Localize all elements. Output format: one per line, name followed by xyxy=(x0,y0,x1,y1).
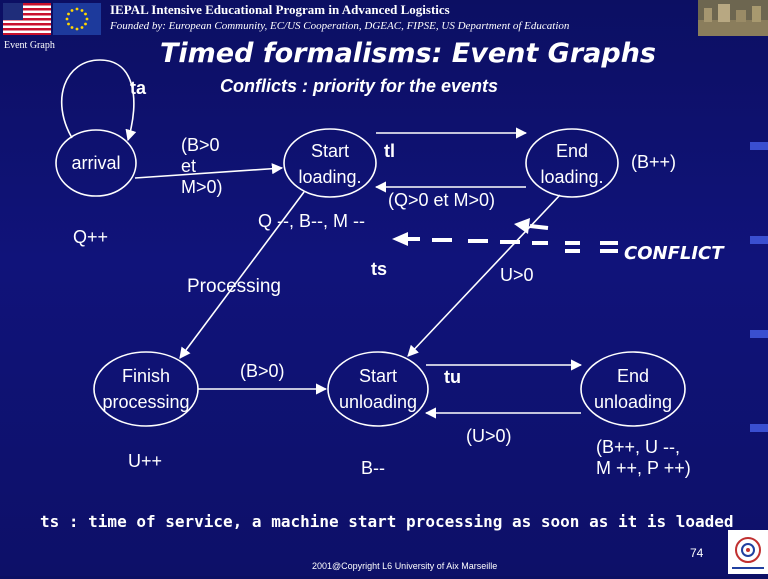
self-loop-arrow xyxy=(60,59,137,142)
condition-bm-line-3: M>0) xyxy=(181,177,223,197)
footnote: ts : time of service, a machine start pr… xyxy=(40,512,734,531)
eu-flag-icon xyxy=(53,3,101,35)
accent-bar xyxy=(750,424,768,432)
start-unloading-label: Start unloading xyxy=(324,363,432,415)
b-decrement-label: B-- xyxy=(361,458,385,478)
start-loading-line-1: Start xyxy=(310,141,349,161)
end-loading-line-1: End xyxy=(555,141,589,161)
end-unloading-node xyxy=(580,351,686,427)
accent-bar xyxy=(750,236,768,244)
end-loading-line-2: loading. xyxy=(540,167,604,187)
processing-label: Processing xyxy=(187,276,281,297)
condition-qm-label: (Q>0 et M>0) xyxy=(388,190,496,210)
start-loading-label: Start loading. xyxy=(280,138,380,190)
ts-label: ts xyxy=(371,259,388,279)
us-flag-icon xyxy=(3,3,51,35)
q-increment-label: Q++ xyxy=(73,227,109,247)
start-loading-line-2: loading. xyxy=(298,167,362,187)
section-label: Event Graph xyxy=(4,40,55,51)
end-unloading-label: End unloading xyxy=(579,363,687,415)
conflict-arrow xyxy=(392,218,618,253)
page-number: 74 xyxy=(690,546,704,560)
diagram-subtitle: Conflicts : priority for the events xyxy=(220,76,499,96)
accent-bar xyxy=(750,330,768,338)
b-increment-label: (B++) xyxy=(631,152,677,172)
start-unloading-node xyxy=(327,351,429,427)
arrival-to-start-loading-arrow xyxy=(134,163,284,179)
b-positive-label: (B>0) xyxy=(240,361,285,381)
start-loading-node xyxy=(283,128,377,198)
u-increment-label: U++ xyxy=(128,451,163,471)
condition-bm-line-2: et xyxy=(181,156,197,176)
tu-label: tu xyxy=(444,367,461,387)
end-loading-to-start-unloading-arrow xyxy=(407,194,561,357)
u-positive-label: U>0 xyxy=(500,265,534,285)
conflict-label: CONFLICT xyxy=(624,243,724,264)
end-effects-line-1: (B++, U --, xyxy=(596,437,681,457)
qbm-decrement-label: Q --, B--, M -- xyxy=(258,211,365,231)
ta-label: ta xyxy=(130,78,147,98)
start-unloading-line-1: Start xyxy=(358,366,397,386)
header-photo-icon xyxy=(698,0,768,36)
copyright: 2001@Copyright L6 University of Aix Mars… xyxy=(312,561,498,571)
finish-processing-line-1: Finish xyxy=(121,366,170,386)
condition-bm-label: (B>0 et M>0) xyxy=(181,135,223,198)
end-effects-label: (B++, U --, M ++, P ++) xyxy=(596,437,691,479)
end-unloading-line-1: End xyxy=(616,366,650,386)
header-title: IEPAL Intensive Educational Program in A… xyxy=(110,2,450,17)
arrival-label: arrival xyxy=(71,153,121,173)
end-loading-label: End loading. xyxy=(522,138,622,190)
header-subtitle: Founded by: European Community, EC/US Co… xyxy=(110,20,570,32)
end-loading-node xyxy=(525,128,619,198)
u-positive-paren-label: (U>0) xyxy=(466,426,512,446)
arrival-node xyxy=(55,129,137,197)
university-logo-icon xyxy=(728,530,768,574)
finish-processing-label: Finish processing xyxy=(92,363,200,415)
tl-label: tl xyxy=(384,141,395,161)
start-loading-to-finish-processing-arrow xyxy=(179,191,305,359)
accent-bar xyxy=(750,142,768,150)
start-unloading-line-2: unloading xyxy=(338,392,418,412)
condition-bm-line-1: (B>0 xyxy=(181,135,220,155)
end-effects-line-2: M ++, P ++) xyxy=(596,458,691,478)
slide-title: Timed formalisms: Event Graphs xyxy=(160,38,656,69)
finish-processing-line-2: processing xyxy=(102,392,190,412)
end-unloading-line-2: unloading xyxy=(593,392,673,412)
